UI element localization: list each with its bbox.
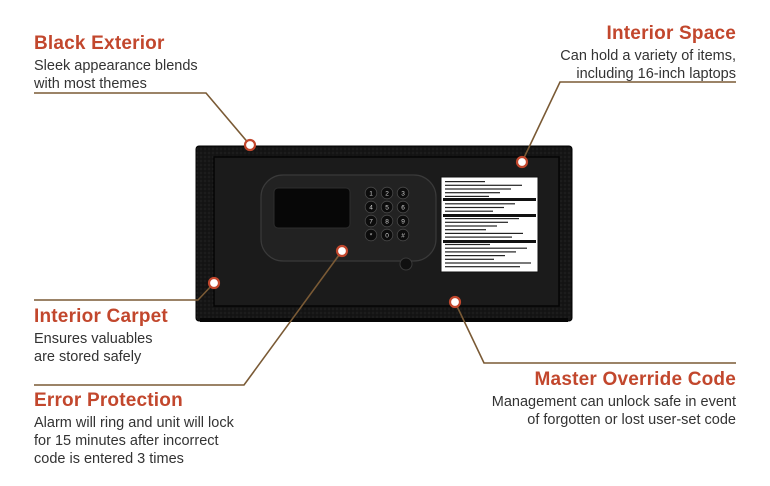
label-text-line xyxy=(445,258,494,260)
svg-text:6: 6 xyxy=(401,205,405,212)
label-text-line xyxy=(445,225,497,227)
master-override-title: Master Override Code xyxy=(534,369,736,390)
interior-carpet-description: Ensures valuables are stored safely xyxy=(34,331,153,365)
label-text-line xyxy=(445,221,508,223)
keypad-module: 1 2 3 4 5 6 7 8 9 * 0 # xyxy=(260,174,437,271)
interior-space-dot xyxy=(515,155,529,169)
error-protection-description: Alarm will ring and unit will lock for 1… xyxy=(34,415,234,467)
keypad-key: * xyxy=(364,228,378,242)
keypad-key: 5 xyxy=(380,200,394,214)
label-text-line xyxy=(445,243,490,246)
label-text-line xyxy=(445,232,523,234)
master-override-callout: Master Override Code Management can unlo… xyxy=(492,369,736,429)
svg-text:2: 2 xyxy=(385,191,389,198)
interior-carpet-dot xyxy=(207,276,221,290)
svg-text:7: 7 xyxy=(369,219,373,226)
error-protection-leader xyxy=(34,250,343,386)
black-exterior-title: Black Exterior xyxy=(34,33,165,54)
keypad-key: # xyxy=(396,228,410,242)
interior-space-leader xyxy=(521,81,736,163)
label-text-line xyxy=(445,251,516,253)
svg-text:*: * xyxy=(370,233,373,240)
label-text-line xyxy=(445,206,504,209)
label-text-line xyxy=(445,236,512,238)
safe-base-shadow xyxy=(200,318,568,322)
label-text-line xyxy=(445,229,486,231)
black-exterior-callout: Black Exterior Sleek appearance blends w… xyxy=(34,33,198,93)
label-text-line xyxy=(445,266,520,268)
keyhole-icon xyxy=(399,257,413,271)
error-protection-callout: Error Protection Alarm will ring and uni… xyxy=(34,390,234,468)
label-text-line xyxy=(445,188,511,190)
keypad-key: 7 xyxy=(364,214,378,228)
label-text-line xyxy=(445,262,531,264)
label-text-line xyxy=(445,218,519,220)
label-text-line xyxy=(445,255,505,257)
master-override-description: Management can unlock safe in event of f… xyxy=(491,394,736,428)
svg-text:0: 0 xyxy=(385,233,389,240)
black-exterior-dot xyxy=(243,138,257,152)
safe: 1 2 3 4 5 6 7 8 9 * 0 # xyxy=(195,145,573,322)
label-text-line xyxy=(445,181,485,183)
svg-text:5: 5 xyxy=(385,205,389,212)
interior-carpet-title: Interior Carpet xyxy=(34,306,168,327)
callout-lines xyxy=(34,81,736,386)
keypad-key: 9 xyxy=(396,214,410,228)
master-override-dot xyxy=(448,295,462,309)
lcd-display xyxy=(273,187,351,229)
master-override-leader xyxy=(454,301,736,364)
keypad-key: 2 xyxy=(380,186,394,200)
svg-text:#: # xyxy=(401,233,405,240)
label-text-line xyxy=(445,195,489,197)
black-exterior-leader xyxy=(34,92,251,146)
interior-space-title: Interior Space xyxy=(606,23,736,44)
svg-text:4: 4 xyxy=(369,205,373,212)
keypad-keys: 1 2 3 4 5 6 7 8 9 * 0 # xyxy=(364,186,410,242)
label-text-line xyxy=(445,203,515,205)
error-protection-title: Error Protection xyxy=(34,390,183,411)
keypad-key: 6 xyxy=(396,200,410,214)
black-exterior-description: Sleek appearance blends with most themes xyxy=(34,58,198,92)
label-text-line xyxy=(445,210,493,212)
label-text-line xyxy=(445,184,522,186)
label-section-bar xyxy=(443,240,536,243)
label-text-line xyxy=(445,247,527,249)
interior-space-description: Can hold a variety of items, including 1… xyxy=(560,48,736,82)
interior-carpet-callout: Interior Carpet Ensures valuables are st… xyxy=(34,306,168,366)
label-text-line xyxy=(445,192,500,194)
instruction-label xyxy=(440,176,539,273)
svg-text:9: 9 xyxy=(401,219,405,226)
label-section-bar xyxy=(443,214,536,217)
svg-text:3: 3 xyxy=(401,191,405,198)
callout-dots xyxy=(207,138,529,309)
keypad-key: 8 xyxy=(380,214,394,228)
keypad-key: 0 xyxy=(380,228,394,242)
keypad-key: 3 xyxy=(396,186,410,200)
error-protection-dot xyxy=(335,244,349,258)
svg-text:1: 1 xyxy=(369,191,373,198)
keypad-key: 4 xyxy=(364,200,378,214)
svg-text:8: 8 xyxy=(385,219,389,226)
interior-space-callout: Interior Space Can hold a variety of ite… xyxy=(560,23,736,83)
keypad-key: 1 xyxy=(364,186,378,200)
interior-carpet-leader xyxy=(34,282,215,301)
label-section-bar xyxy=(443,198,536,201)
